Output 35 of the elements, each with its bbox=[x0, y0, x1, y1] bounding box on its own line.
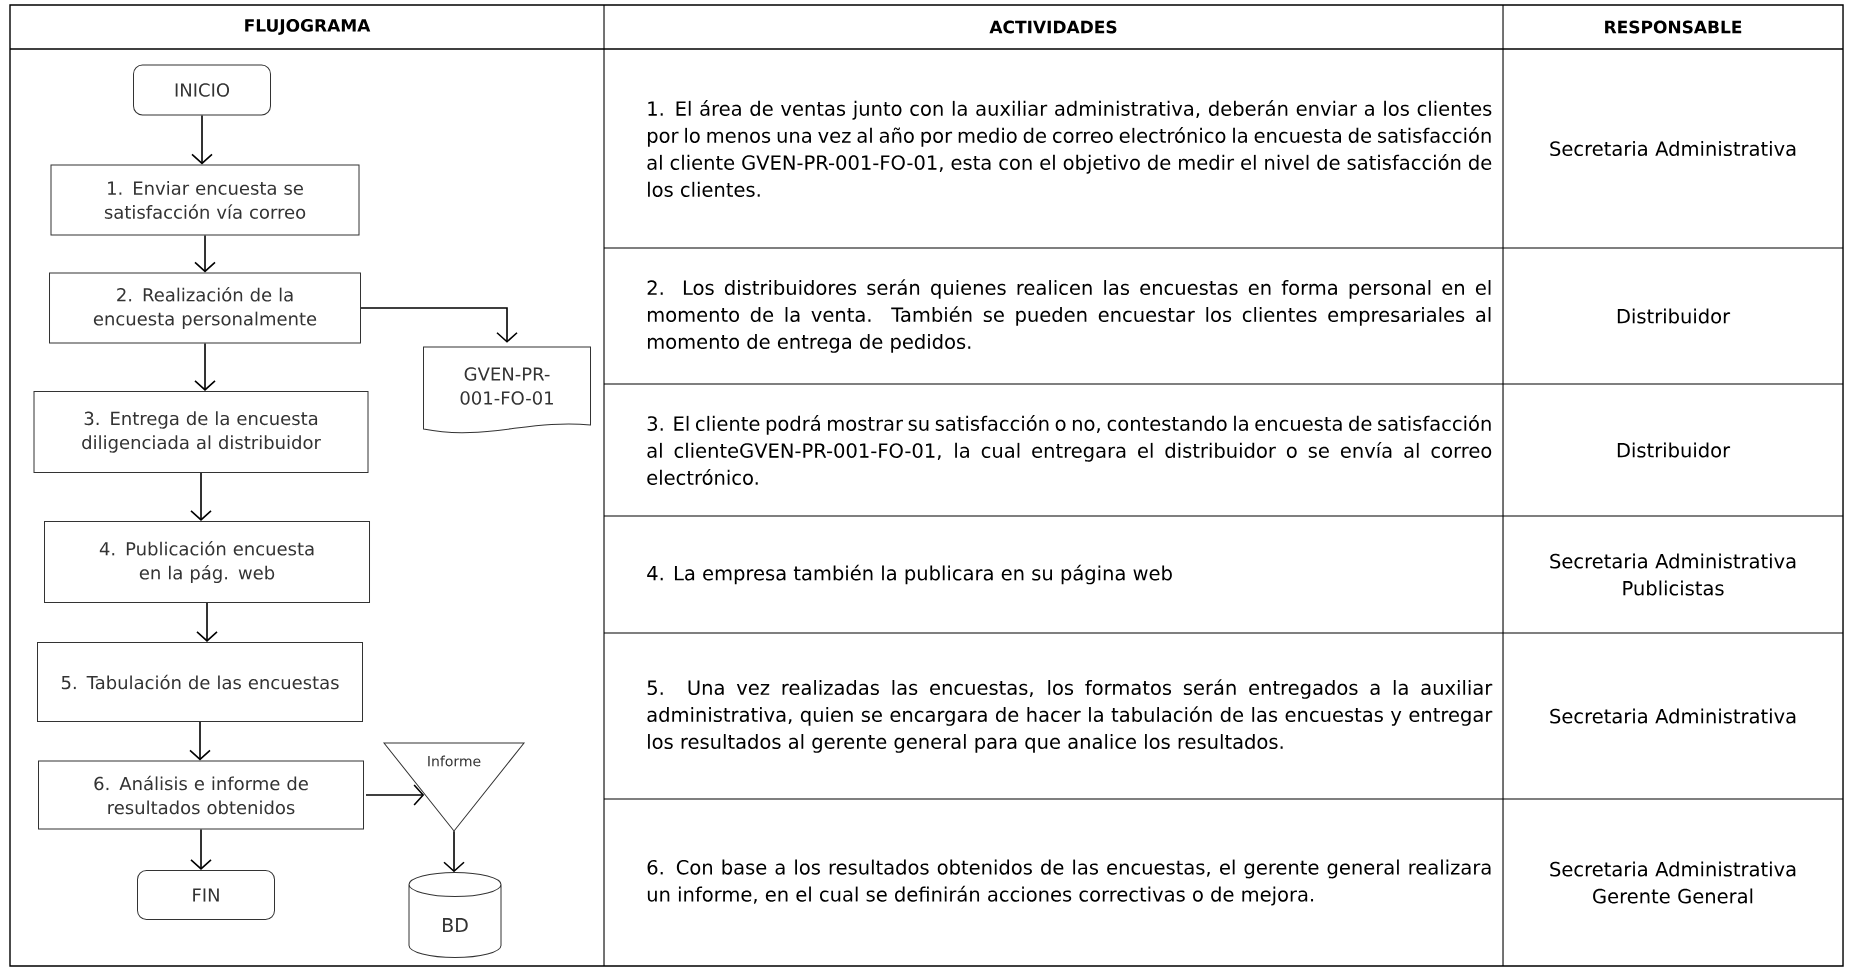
process-box: 6. Análisis e informe de resultados obtenidos bbox=[38, 760, 364, 830]
activity-text: 3. El cliente podrá mostrar su satisfacción o no, contestando la encuesta de satisfacción al clienteGVEN-PR-001-FO-01, la cual entregara el distribuidor o se envía al correo electrónico. bbox=[647, 415, 1492, 485]
column-header: RESPONSABLE bbox=[1605, 20, 1742, 34]
arrow bbox=[443, 830, 465, 873]
activity-text: 1. El área de ventas junto con la auxiliar administrativa, deberán enviar a los clientes por lo menos una vez al año por medio de correo electrónico la encuesta de satisfacción al cliente GVEN-PR-001-FO-01, esta con el objetivo de medir el nivel de satisfacción de los clientes. bbox=[647, 100, 1492, 197]
arrow bbox=[196, 602, 218, 642]
database-cylinder: BD bbox=[408, 872, 502, 958]
arrow bbox=[191, 114, 213, 165]
activity-text: 5. Una vez realizadas las encuestas, los formatos serán entregados a la auxiliar administrativa, quien se encargara de hacer la tabulación de las encuestas y entregar los resultados al gerente general para que analice los resultados. bbox=[647, 679, 1493, 753]
responsible-text: Distribuidor bbox=[1617, 308, 1731, 324]
arrow bbox=[194, 234, 216, 273]
process-box: 3. Entrega de la encuesta diligenciada al distribuidor bbox=[33, 391, 369, 473]
arrow bbox=[190, 472, 212, 521]
column-header: FLUJOGRAMA bbox=[245, 19, 371, 35]
column-header: ACTIVIDADES bbox=[989, 20, 1117, 34]
responsible-text: Distribuidor bbox=[1617, 442, 1731, 458]
arrow bbox=[194, 342, 216, 391]
arrow bbox=[365, 784, 425, 806]
process-box: 4. Publicación encuesta en la pág. web bbox=[44, 521, 370, 603]
activity-text: 2. Los distribuidores serán quienes realicen las encuestas en forma personal en el momento de la venta. También se pueden encuestar los clientes empresariales al momento de entrega de pedidos. bbox=[647, 279, 1491, 353]
process-box: 2. Realización de la encuesta personalmente bbox=[49, 272, 361, 344]
process-box: 1. Enviar encuesta se satisfacción vía correo bbox=[50, 164, 360, 236]
responsible-text: Secretaria Administrativa bbox=[1550, 708, 1796, 724]
process-box: 5. Tabulación de las encuestas bbox=[37, 642, 363, 722]
responsible-text: Secretaria Administrativa Gerente General bbox=[1550, 861, 1796, 904]
activity-text: 6. Con base a los resultados obtenidos de las encuestas, el gerente general realizara un informe, en el cual se definirán acciones correctivas o de mejora. bbox=[647, 859, 1491, 906]
responsible-text: Secretaria Administrativa Publicistas bbox=[1550, 553, 1796, 596]
arrow bbox=[190, 828, 212, 870]
merge-triangle: Informe bbox=[383, 742, 525, 832]
arrow bbox=[360, 307, 518, 343]
activity-text: 4. La empresa también la publicara en su página web bbox=[647, 564, 1172, 585]
terminal-box: INICIO bbox=[133, 64, 271, 116]
terminal-box: FIN bbox=[137, 870, 275, 920]
responsible-text: Secretaria Administrativa bbox=[1550, 140, 1796, 157]
arrow bbox=[189, 721, 211, 761]
